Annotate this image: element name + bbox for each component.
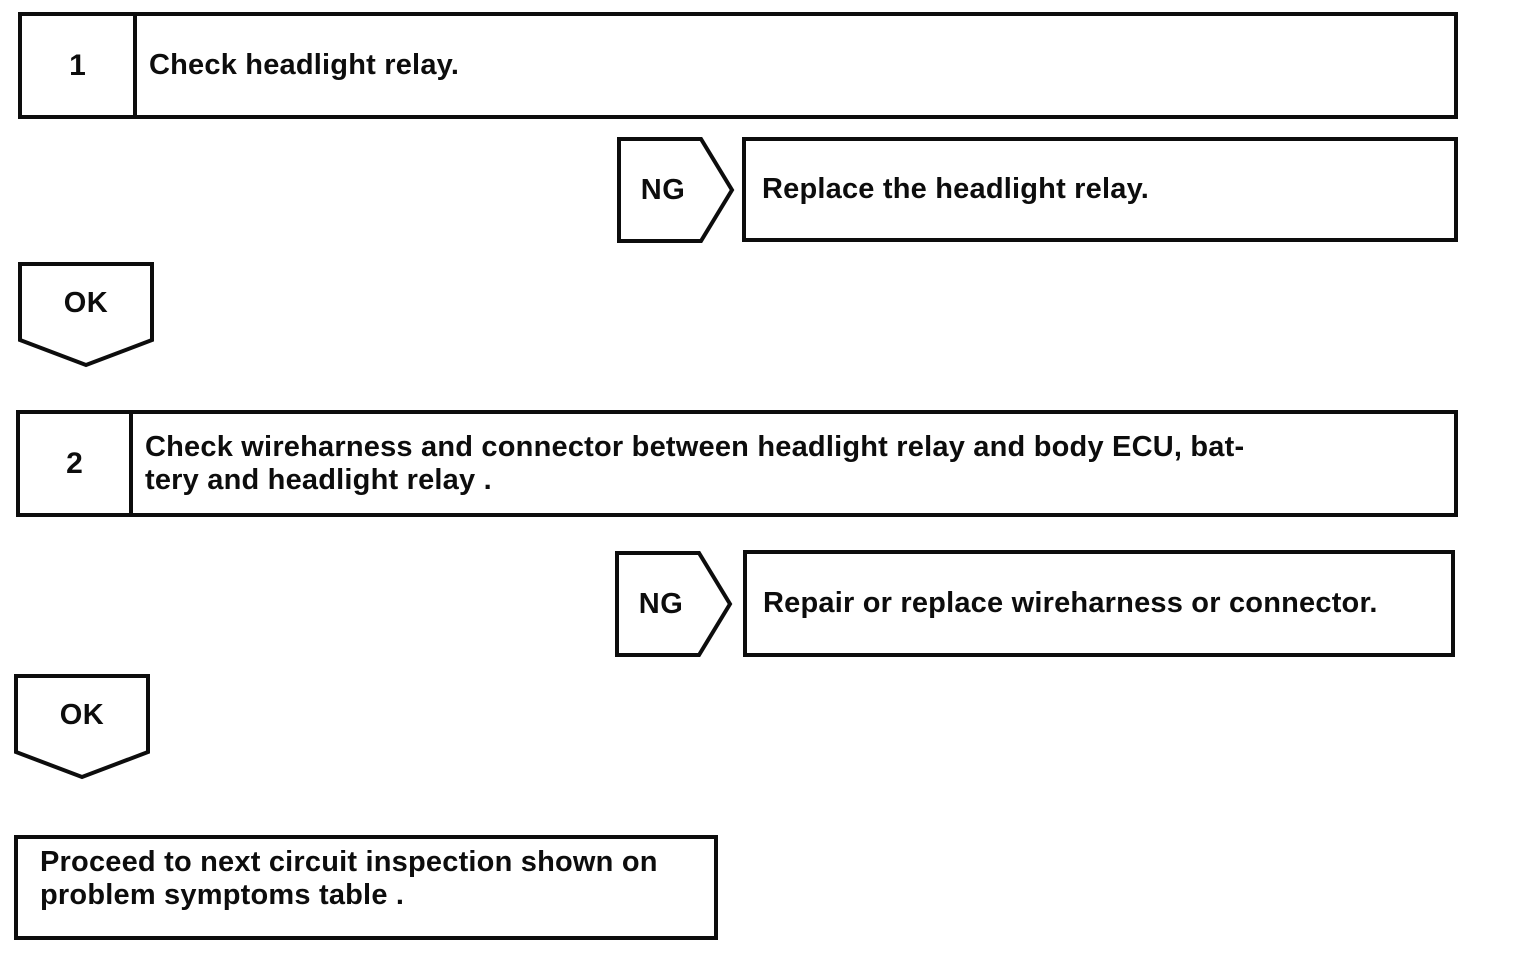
step-1-ng-label: NG [640, 173, 686, 206]
step-1-instruction: Check headlight relay. [137, 16, 1454, 115]
step-1-box: 1 Check headlight relay. [18, 12, 1458, 119]
step-2-ng-result-text: Repair or replace wireharness or connect… [763, 587, 1378, 619]
step-1-number: 1 [22, 16, 137, 115]
step-1-instruction-line: Check headlight relay. [149, 49, 460, 81]
step-2-instruction: Check wireharness and connector between … [133, 414, 1454, 513]
step-2-box: 2 Check wireharness and connector betwee… [16, 410, 1458, 517]
ng-arrow-icon [615, 551, 733, 657]
step-2-ng-connector: NG [615, 551, 733, 657]
step-1-ng-result-text: Replace the headlight relay. [762, 173, 1150, 205]
step-2-ng-result-box: Repair or replace wireharness or connect… [743, 550, 1455, 657]
final-action-line: problem symptoms table . [40, 879, 405, 911]
step-1-ng-connector: NG [617, 137, 735, 243]
step-2-number: 2 [20, 414, 133, 513]
final-action-line: Proceed to next circuit inspection shown… [40, 846, 658, 878]
step-2-ok-label: OK [59, 698, 105, 731]
ok-arrow-icon [14, 674, 150, 780]
step-2-ng-label: NG [638, 587, 684, 620]
step-2-instruction-line: Check wireharness and connector between … [145, 430, 1245, 463]
step-2-ok-connector: OK [14, 674, 150, 780]
step-1-ok-connector: OK [18, 262, 154, 368]
ok-arrow-icon [18, 262, 154, 368]
ng-arrow-icon [617, 137, 735, 243]
final-action-box: Proceed to next circuit inspection shown… [14, 835, 718, 940]
step-2-instruction-line: tery and headlight relay . [145, 463, 492, 496]
step-1-ok-label: OK [63, 286, 109, 319]
step-1-ng-result-box: Replace the headlight relay. [742, 137, 1458, 242]
